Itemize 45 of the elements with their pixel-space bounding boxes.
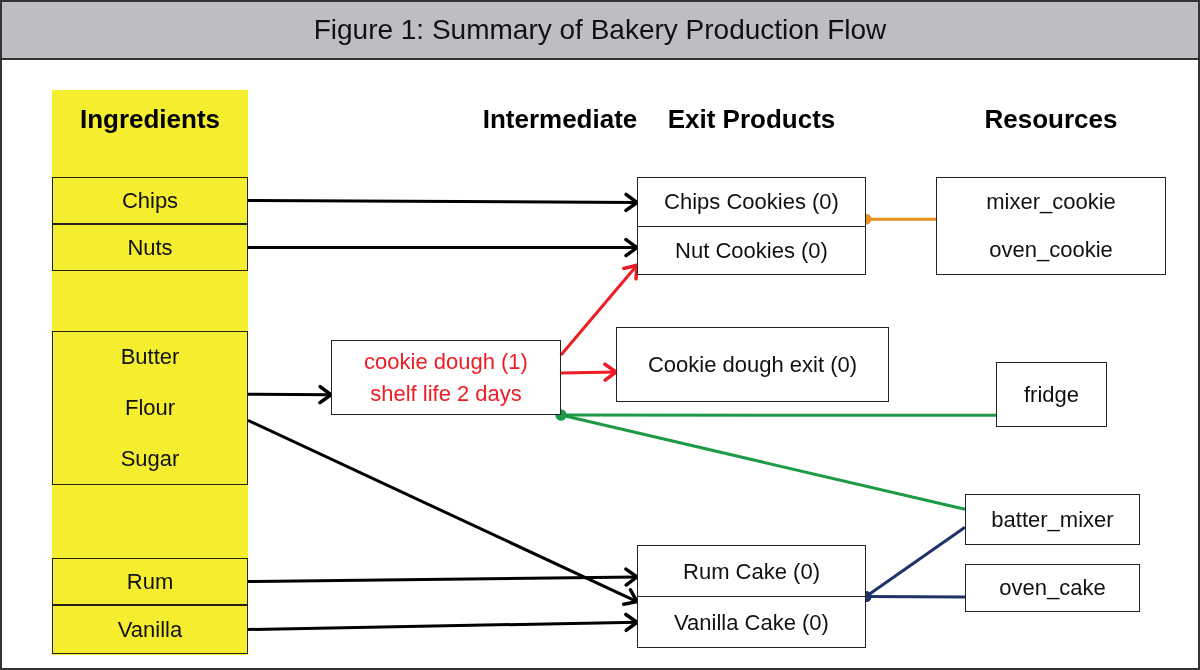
node-label: Flour xyxy=(123,394,177,422)
column-heading: Resources xyxy=(983,103,1119,136)
node-label: Butter xyxy=(119,343,181,372)
node-label: oven_cookie xyxy=(988,236,1114,264)
node-label: mixer_cookie xyxy=(985,188,1117,216)
arrow xyxy=(559,263,639,356)
column-heading: Ingredients xyxy=(78,103,222,136)
node-label: oven_cake xyxy=(998,574,1107,602)
process-box xyxy=(616,327,889,402)
node-label: Vanilla xyxy=(116,615,184,644)
node-label: Nuts xyxy=(126,233,174,262)
node-label: Nut Cookies (0) xyxy=(675,236,828,265)
arrow xyxy=(247,612,639,633)
arrow xyxy=(248,567,639,587)
arrow xyxy=(248,384,333,405)
arrow xyxy=(248,192,639,213)
diagram-title: Figure 1: Summary of Bakery Production Flow xyxy=(313,13,887,47)
node-label: cookie dough (1) shelf life 2 days xyxy=(363,347,529,408)
process-box xyxy=(965,494,1140,545)
node-label: Chips Cookies (0) xyxy=(664,188,839,217)
process-box xyxy=(965,564,1140,612)
arrow xyxy=(247,418,639,606)
node-label: Vanilla Cake (0) xyxy=(674,608,829,637)
column-heading: Exit Products xyxy=(666,103,837,136)
process-box xyxy=(996,362,1107,427)
node-label: fridge xyxy=(1022,380,1080,409)
process-box xyxy=(52,558,248,605)
node-label: Rum xyxy=(125,567,175,596)
node-label: Rum Cake (0) xyxy=(683,557,820,586)
node-label: Cookie dough exit (0) xyxy=(646,350,859,379)
node-label: Chips xyxy=(120,186,180,215)
node-label: Sugar xyxy=(119,444,181,473)
process-box xyxy=(637,177,866,275)
process-box xyxy=(52,331,248,485)
process-box xyxy=(936,177,1166,275)
process-box xyxy=(52,224,248,271)
process-box xyxy=(637,545,866,648)
column-band xyxy=(52,90,248,655)
process-box xyxy=(52,177,248,224)
process-box xyxy=(331,340,561,415)
connector-line xyxy=(555,409,966,511)
arrow xyxy=(560,362,618,382)
process-box xyxy=(52,605,248,654)
arrow xyxy=(248,237,639,258)
node-label: batter_mixer xyxy=(990,505,1115,534)
